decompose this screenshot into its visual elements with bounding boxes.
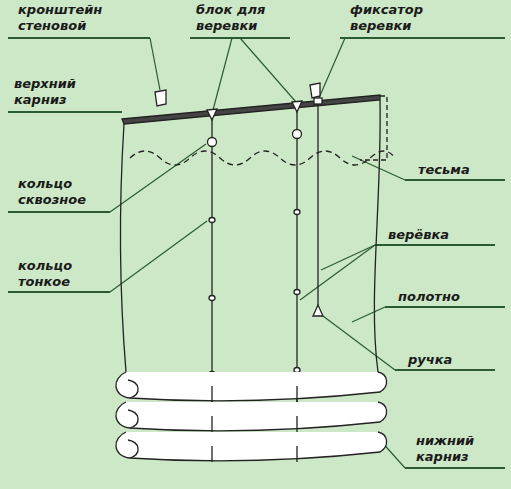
fold-seam: [211, 446, 212, 462]
fold-seam: [296, 416, 297, 432]
part-label: тесьма: [418, 162, 470, 178]
part-label: нижний карниз: [416, 433, 506, 465]
fold-seam: [211, 386, 212, 402]
fold: [116, 432, 387, 461]
fold: [116, 402, 387, 431]
bottom-folds: [116, 372, 387, 462]
fold-seam: [296, 446, 297, 462]
part-label: кольцо тонкое: [18, 258, 103, 290]
fold-roll: [128, 410, 138, 428]
part-label: фиксатор веревки: [350, 2, 450, 34]
blind: [120, 83, 395, 413]
label-underlines: [8, 38, 505, 468]
part-label: кольцо сквозное: [18, 176, 108, 208]
fold-seam: [211, 416, 212, 432]
part-label: верёвка: [388, 227, 449, 243]
part-label: кронштейн стеновой: [18, 2, 118, 34]
part-label: ручка: [408, 352, 452, 368]
part-label: верхний карниз: [14, 76, 104, 108]
fold-roll: [128, 380, 138, 398]
fold-seam: [296, 386, 297, 402]
part-label: блок для веревки: [196, 2, 286, 34]
fold-roll: [128, 440, 138, 458]
fold: [116, 372, 387, 401]
leader-lines: [110, 38, 405, 468]
part-label: полотно: [398, 289, 460, 305]
